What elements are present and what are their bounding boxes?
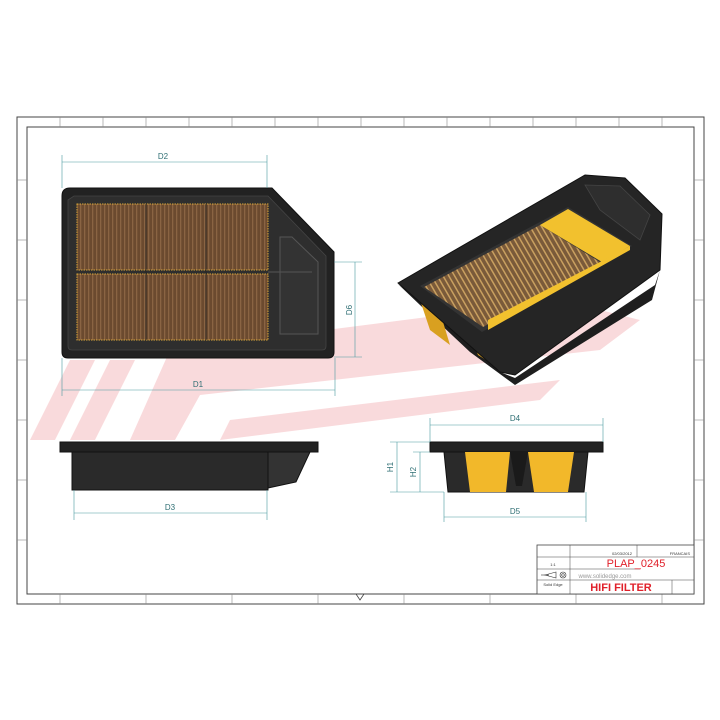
dimension-d2: D2 [158,152,169,161]
projection-symbol-icon [541,571,567,579]
website: www.solidedge.com [577,574,631,580]
centering-mark-icon [355,593,365,601]
drawing-scale: 1:1 [550,562,556,567]
dimension-d5: D5 [510,507,521,516]
dimension-d3: D3 [165,503,176,512]
part-number: PLAP_0245 [607,558,666,570]
dimension-d4: D4 [510,414,521,423]
side-view-dimensions [390,418,604,522]
top-view [61,187,335,359]
front-view [59,441,319,491]
title-block: 02/03/2012 FRANCAIS 1:1 PLAP_0245 www.so… [536,544,695,595]
front-view-dimensions [73,490,268,520]
isometric-view [397,174,663,385]
dimension-h1: H1 [386,461,395,472]
software-label: Solid Edge [543,582,563,587]
drawing-frame [16,116,705,605]
top-view-dimensions [61,155,362,396]
dimension-h2: H2 [409,466,418,477]
drawing-date: 02/03/2012 [612,551,633,556]
side-view [429,441,604,493]
brand-name: HIFI FILTER [590,582,652,594]
dimension-d6: D6 [345,304,354,315]
dimension-d1: D1 [193,380,204,389]
drawing-language: FRANCAIS [670,551,691,556]
